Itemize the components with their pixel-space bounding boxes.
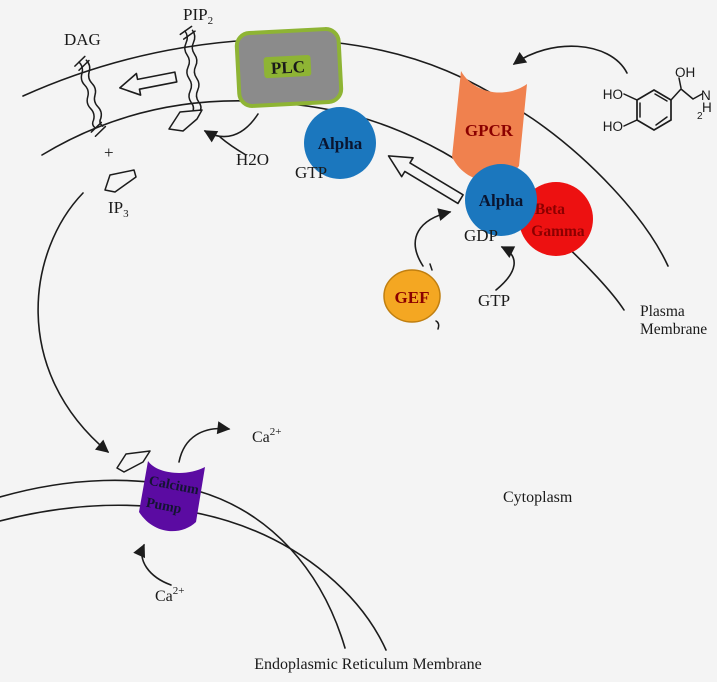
ligand-structure: OH HO HO N H 2 bbox=[603, 65, 712, 134]
alpha-activation-hollow-arrow bbox=[387, 155, 464, 205]
plasma-membrane-label-line1: Plasma bbox=[640, 303, 685, 320]
dag-tail-right bbox=[85, 59, 104, 127]
gtp-free-label: GTP bbox=[478, 291, 510, 310]
plc-enzyme: PLC bbox=[234, 27, 344, 108]
calcium-top-label: Ca2+ bbox=[252, 426, 282, 446]
ip3-label-base: IP bbox=[108, 198, 123, 217]
alpha-gtp-body bbox=[304, 107, 376, 179]
gpcr-receptor: GPCR bbox=[452, 71, 527, 181]
gtp-exchange-arrow bbox=[495, 246, 516, 291]
pip2-to-dag-hollow-arrow bbox=[119, 71, 178, 96]
calcium-pump-body bbox=[139, 461, 205, 532]
ligand-bonds bbox=[623, 77, 703, 127]
h2o-attack-arrow bbox=[203, 113, 259, 143]
ligand-ho-top-label: HO bbox=[603, 87, 623, 102]
gef-protein: GEF bbox=[383, 263, 441, 330]
pip2-tail-left bbox=[184, 30, 195, 114]
gamma-label: Gamma bbox=[531, 223, 585, 240]
ring-double-bonds bbox=[639, 93, 668, 126]
gtp-active-label: GTP bbox=[295, 163, 327, 182]
alpha-gtp-label: Alpha bbox=[318, 134, 363, 153]
plasma-membrane-outer-line bbox=[22, 38, 669, 267]
pip2-tail-tick-marks bbox=[179, 25, 196, 40]
beta-gamma-subunit: Beta Gamma bbox=[519, 182, 593, 256]
beta-label: Beta bbox=[535, 201, 565, 218]
h2o-label: H2O bbox=[236, 150, 269, 169]
alpha-subunit-gdp: Alpha bbox=[465, 164, 537, 236]
er-membrane-inner-line bbox=[0, 504, 387, 651]
ligand-oh-label: OH bbox=[675, 65, 695, 80]
calcium-bottom-base: Ca bbox=[155, 588, 173, 605]
gdp-label: GDP bbox=[464, 226, 498, 245]
calcium-release-arrow bbox=[178, 421, 231, 463]
dag-tail-tick-marks bbox=[74, 55, 107, 137]
ip3-label-subscript: 3 bbox=[123, 208, 129, 220]
h2o-arrow-branch bbox=[219, 136, 247, 156]
calcium-pump: Calcium Pump bbox=[139, 461, 205, 532]
pip2-tail-right bbox=[191, 29, 202, 113]
calcium-pump-label-line2: Pump bbox=[145, 496, 183, 518]
calcium-bottom-superscript: 2+ bbox=[173, 585, 185, 597]
er-membrane-label: Endoplasmic Reticulum Membrane bbox=[254, 656, 482, 673]
ip3-molecule bbox=[104, 169, 137, 193]
calcium-bottom-label: Ca2+ bbox=[155, 585, 185, 605]
ligand-h-label: H bbox=[702, 100, 712, 115]
plc-label: PLC bbox=[271, 57, 306, 78]
gef-label: GEF bbox=[395, 288, 430, 307]
ip3-label: IP3 bbox=[108, 198, 129, 220]
plus-sign: + bbox=[104, 143, 114, 162]
pip2-label-base: PIP bbox=[183, 5, 208, 24]
dag-tail-left bbox=[78, 61, 97, 129]
ip3-to-pump-arrow bbox=[37, 192, 110, 453]
alpha-subunit-gtp: Alpha bbox=[304, 107, 376, 179]
pip2-label: PIP2 bbox=[183, 5, 213, 27]
ligand-2-subscript: 2 bbox=[697, 111, 703, 122]
ligand-n-label: N bbox=[701, 88, 711, 103]
ip3-bound-to-pump bbox=[116, 450, 151, 473]
beta-gamma-body bbox=[519, 182, 593, 256]
pip2-head-group bbox=[168, 109, 203, 132]
pip2-lipid-tails bbox=[179, 25, 202, 114]
gef-to-alpha-arrow bbox=[414, 208, 452, 267]
ligand-ho-bottom-label: HO bbox=[603, 119, 623, 134]
stray-marks bbox=[429, 263, 440, 330]
calcium-top-superscript: 2+ bbox=[270, 426, 282, 438]
calcium-uptake-arrow bbox=[133, 543, 172, 586]
calcium-top-base: Ca bbox=[252, 429, 270, 446]
ligand-to-gpcr-arrow bbox=[512, 45, 628, 74]
dag-lipid-tails bbox=[74, 55, 107, 137]
gpcr-label: GPCR bbox=[465, 121, 514, 140]
gef-body bbox=[383, 269, 441, 323]
alpha-gdp-label: Alpha bbox=[479, 191, 524, 210]
plc-label-patch bbox=[263, 55, 312, 79]
gpcr-body bbox=[452, 71, 527, 181]
cytoplasm-label: Cytoplasm bbox=[503, 489, 573, 506]
pip2-label-subscript: 2 bbox=[208, 15, 214, 27]
plasma-membrane-label-line2: Membrane bbox=[640, 321, 707, 338]
alpha-gdp-body bbox=[465, 164, 537, 236]
dag-label: DAG bbox=[64, 30, 101, 49]
